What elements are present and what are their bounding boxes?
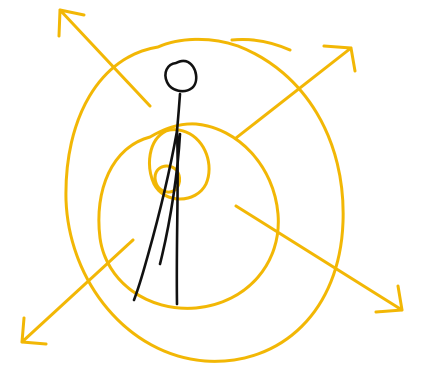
arrow-up-right (236, 46, 355, 138)
arrow-down-right (236, 206, 402, 312)
figure-head (165, 61, 196, 91)
outward-arrows-icon (22, 10, 402, 344)
arrow-up-left (59, 10, 150, 106)
